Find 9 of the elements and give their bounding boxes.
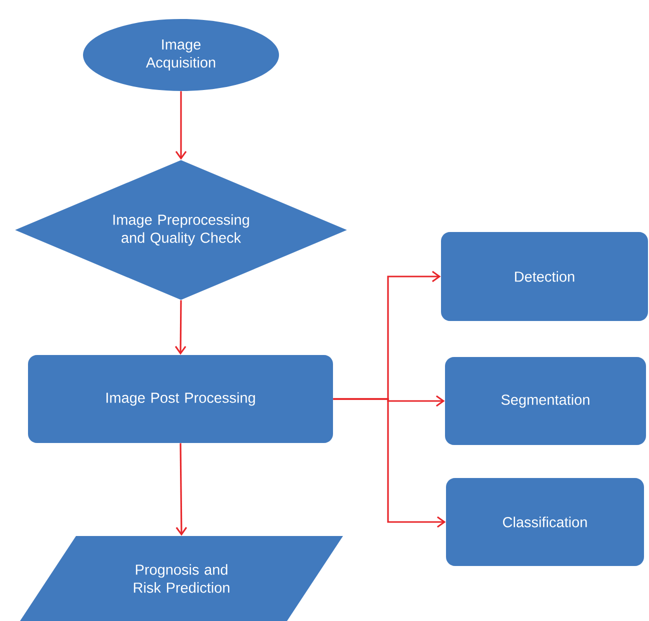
arrow [175,91,187,160]
arrow [333,398,446,528]
process-box: Detection [441,232,648,321]
process-box: Classification [446,478,644,566]
arrow [176,443,188,536]
arrow [174,300,186,355]
process-box: Image Post Processing [28,355,333,443]
process-box: Segmentation [445,357,646,445]
output-parallelogram: Prognosis and Risk Prediction [20,536,343,621]
